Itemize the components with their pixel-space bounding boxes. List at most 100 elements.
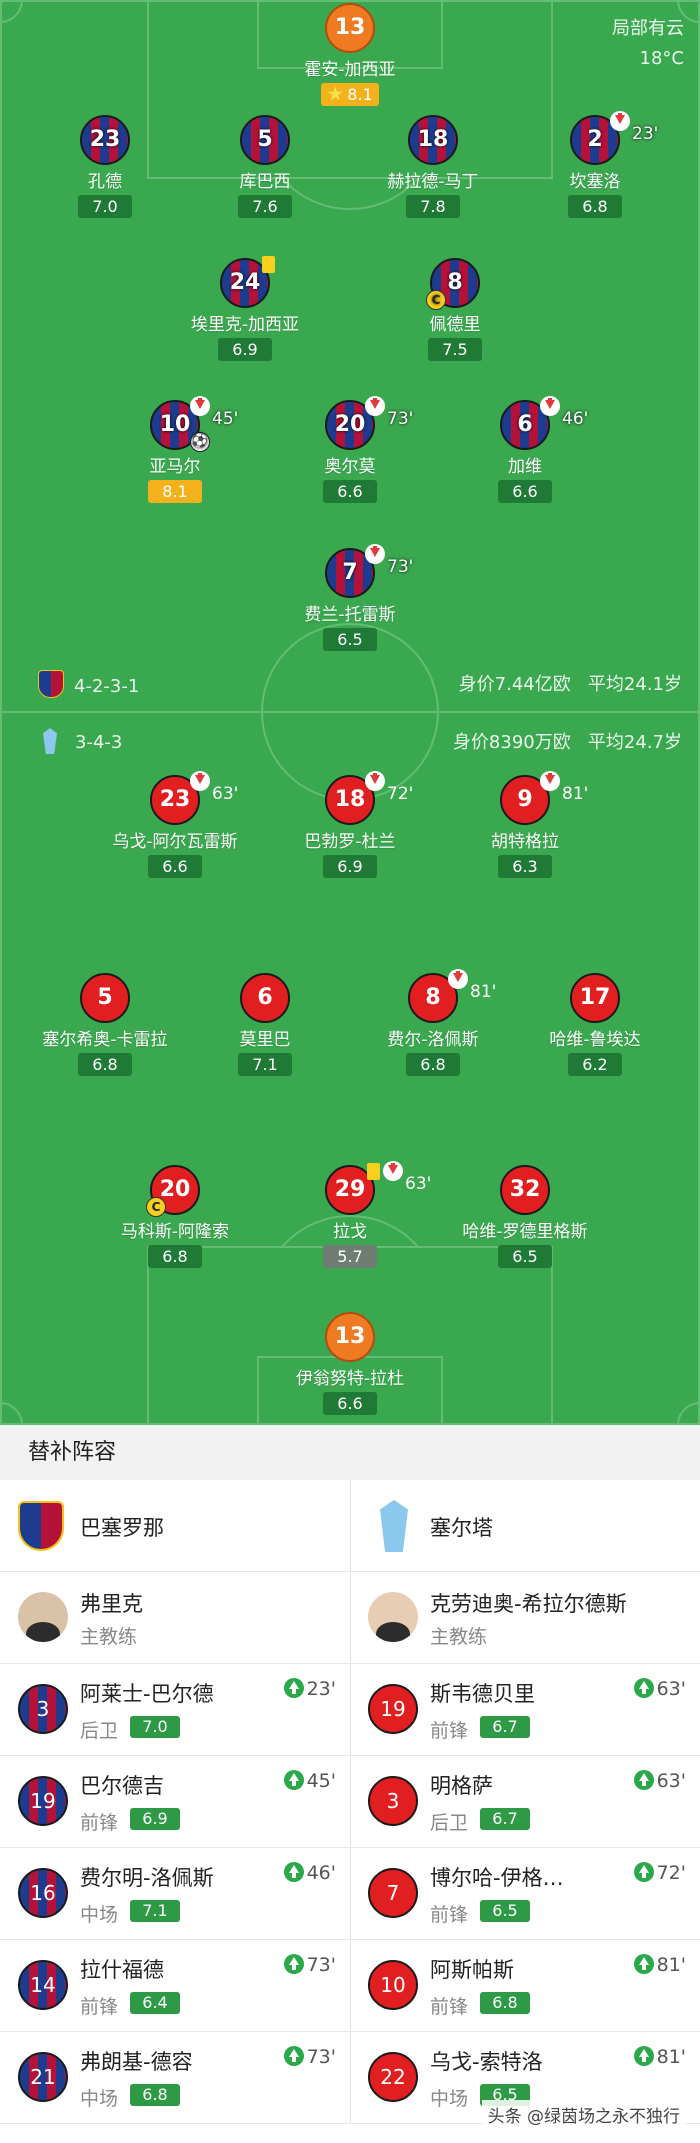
away-player-fw1[interactable]: 23 63' 乌戈-阿尔瓦雷斯 6.6 xyxy=(90,771,260,878)
sub-position: 前锋 xyxy=(80,1996,119,2018)
away-player-fw2[interactable]: 18 72' 巴勃罗-杜兰 6.9 xyxy=(265,771,435,878)
player-rating: 7.8 xyxy=(406,195,460,218)
away-sub-row[interactable]: 19 斯韦德贝里 前锋 6.7 63' xyxy=(350,1664,700,1756)
sub-in-time: 81' xyxy=(633,1954,686,1976)
player-rating: 6.2 xyxy=(568,1053,622,1076)
sub-in-icon xyxy=(283,1770,304,1790)
home-sub-row[interactable]: 16 费尔明-洛佩斯 中场 7.1 46' xyxy=(0,1848,350,1940)
sub-out-time: 63' xyxy=(405,1174,432,1194)
coach-name: 克劳迪奥-希拉尔德斯 xyxy=(430,1592,627,1616)
away-player-df1[interactable]: 20 C 马科斯-阿隆索 6.8 xyxy=(90,1165,260,1268)
home-coach-row[interactable]: 弗里克 主教练 xyxy=(0,1572,350,1664)
player-name: 伊翁努特-拉杜 xyxy=(295,1369,405,1389)
home-sub-row[interactable]: 19 巴尔德吉 前锋 6.9 45' xyxy=(0,1756,350,1848)
sub-in-time: 81' xyxy=(633,2046,686,2068)
home-avg-age: 平均24.1岁 xyxy=(587,674,682,695)
away-avg-age: 平均24.7岁 xyxy=(587,732,682,753)
home-player-lw[interactable]: 6 46' 加维 6.6 xyxy=(440,396,610,503)
sub-in-time: 72' xyxy=(633,1862,686,1884)
home-player-gk[interactable]: 13 霍安-加西亚 8.1 xyxy=(265,3,435,106)
home-sub-row[interactable]: 21 弗朗基-德容 中场 6.8 73' xyxy=(0,2032,350,2124)
player-rating: 7.1 xyxy=(238,1053,292,1076)
sub-position: 中场 xyxy=(80,2088,119,2110)
home-player-dm2[interactable]: 8 C 佩德里 7.5 xyxy=(370,258,540,361)
away-player-mf2[interactable]: 6 莫里巴 7.1 xyxy=(180,973,350,1076)
away-team-name: 塞尔塔 xyxy=(430,1516,493,1540)
jersey-icon: 7 73' xyxy=(325,544,413,598)
jersey-icon: 10 45' ⚽ xyxy=(150,396,238,452)
away-sub-row[interactable]: 7 博尔哈-伊格… 前锋 6.5 72' xyxy=(350,1848,700,1940)
sub-out-time: 63' xyxy=(212,784,239,804)
player-name: 哈维-罗德里格斯 xyxy=(462,1222,588,1242)
home-player-st[interactable]: 7 73' 费兰-托雷斯 6.5 xyxy=(265,544,435,651)
sub-out-icon xyxy=(190,771,210,791)
home-player-cb1[interactable]: 5 库巴西 7.6 xyxy=(180,115,350,218)
home-player-am[interactable]: 20 73' 奥尔莫 6.6 xyxy=(265,396,435,503)
barcelona-crest-icon xyxy=(38,670,64,698)
jersey-icon: 23 xyxy=(80,115,130,165)
sub-in-icon xyxy=(283,1954,304,1974)
jersey-icon: 32 xyxy=(500,1165,550,1215)
home-player-lb[interactable]: 23 孔德 7.0 xyxy=(20,115,190,218)
player-name: 马科斯-阿隆索 xyxy=(120,1222,230,1242)
home-player-dm1[interactable]: 24 埃里克-加西亚 6.9 xyxy=(160,256,330,361)
away-player-mf4[interactable]: 17 哈维-鲁埃达 6.2 xyxy=(510,973,680,1076)
away-coach-row[interactable]: 克劳迪奥-希拉尔德斯 主教练 xyxy=(350,1572,700,1664)
coach-role: 主教练 xyxy=(80,1626,138,1648)
away-player-mf3[interactable]: 8 81' 费尔-洛佩斯 6.8 xyxy=(348,969,518,1076)
sub-in-time: 23' xyxy=(283,1678,336,1700)
home-sub-row[interactable]: 3 阿莱士-巴尔德 后卫 7.0 23' xyxy=(0,1664,350,1756)
player-rating: 8.1 xyxy=(321,83,379,106)
sub-in-time: 45' xyxy=(283,1770,336,1792)
away-player-gk[interactable]: 13 伊翁努特-拉杜 6.6 xyxy=(265,1312,435,1415)
jersey-icon: 6 xyxy=(240,973,290,1023)
player-rating: 6.8 xyxy=(568,195,622,218)
captain-badge: C xyxy=(426,290,446,310)
sub-rating: 6.7 xyxy=(480,1716,530,1738)
jersey-icon: 18 72' xyxy=(325,771,413,825)
sub-in-time: 46' xyxy=(283,1862,336,1884)
sub-name: 弗朗基-德容 xyxy=(80,2050,193,2074)
away-team-row[interactable]: 塞尔塔 xyxy=(350,1480,700,1572)
jersey-icon: 2 23' xyxy=(570,111,658,165)
coach-avatar xyxy=(18,1592,68,1642)
sub-out-time: 72' xyxy=(387,784,414,804)
home-team-row[interactable]: 巴塞罗那 xyxy=(0,1480,350,1572)
player-name: 库巴西 xyxy=(239,172,291,192)
captain-badge: C xyxy=(146,1197,166,1217)
jersey-icon: 7 xyxy=(368,1868,418,1918)
home-player-rw[interactable]: 10 45' ⚽ 亚马尔 8.1 xyxy=(90,396,260,503)
player-rating: 6.6 xyxy=(498,480,552,503)
away-player-df2[interactable]: 29 63' 拉戈 5.7 xyxy=(265,1161,435,1268)
jersey-icon: 24 xyxy=(220,256,275,308)
home-player-rb[interactable]: 2 23' 坎塞洛 6.8 xyxy=(510,111,680,218)
sub-name: 乌戈-索特洛 xyxy=(430,2050,543,2074)
away-player-fw3[interactable]: 9 81' 胡特格拉 6.3 xyxy=(440,771,610,878)
away-sub-row[interactable]: 10 阿斯帕斯 前锋 6.8 81' xyxy=(350,1940,700,2032)
player-rating: 7.5 xyxy=(428,338,482,361)
away-sub-row[interactable]: 3 明格萨 后卫 6.7 63' xyxy=(350,1756,700,1848)
player-rating: 8.1 xyxy=(148,480,202,503)
home-sub-row[interactable]: 14 拉什福德 前锋 6.4 73' xyxy=(0,1940,350,2032)
player-name: 费尔-洛佩斯 xyxy=(387,1030,479,1050)
sub-out-icon xyxy=(448,969,468,989)
jersey-icon: 20 C xyxy=(146,1165,200,1217)
player-rating: 6.3 xyxy=(498,855,552,878)
jersey-icon: 14 xyxy=(18,1960,68,2010)
sub-name: 阿莱士-巴尔德 xyxy=(80,1682,214,1706)
jersey-icon: 19 xyxy=(368,1684,418,1734)
coach-role: 主教练 xyxy=(430,1626,488,1648)
sub-name: 巴尔德吉 xyxy=(80,1774,164,1798)
player-name: 费兰-托雷斯 xyxy=(304,605,396,625)
sub-out-time: 23' xyxy=(632,124,659,144)
sub-position: 前锋 xyxy=(430,1904,469,1926)
home-formation: 4-2-3-1 xyxy=(38,670,139,698)
home-value: 身价7.44亿欧 xyxy=(458,674,571,695)
home-player-cb2[interactable]: 18 赫拉德-马丁 7.8 xyxy=(348,115,518,218)
jersey-icon: 29 63' xyxy=(325,1161,431,1215)
barcelona-crest-icon xyxy=(18,1501,64,1551)
jersey-icon: 13 xyxy=(325,3,375,53)
away-player-mf1[interactable]: 5 塞尔希奥-卡雷拉 6.8 xyxy=(20,973,190,1076)
away-player-df3[interactable]: 32 哈维-罗德里格斯 6.5 xyxy=(440,1165,610,1268)
